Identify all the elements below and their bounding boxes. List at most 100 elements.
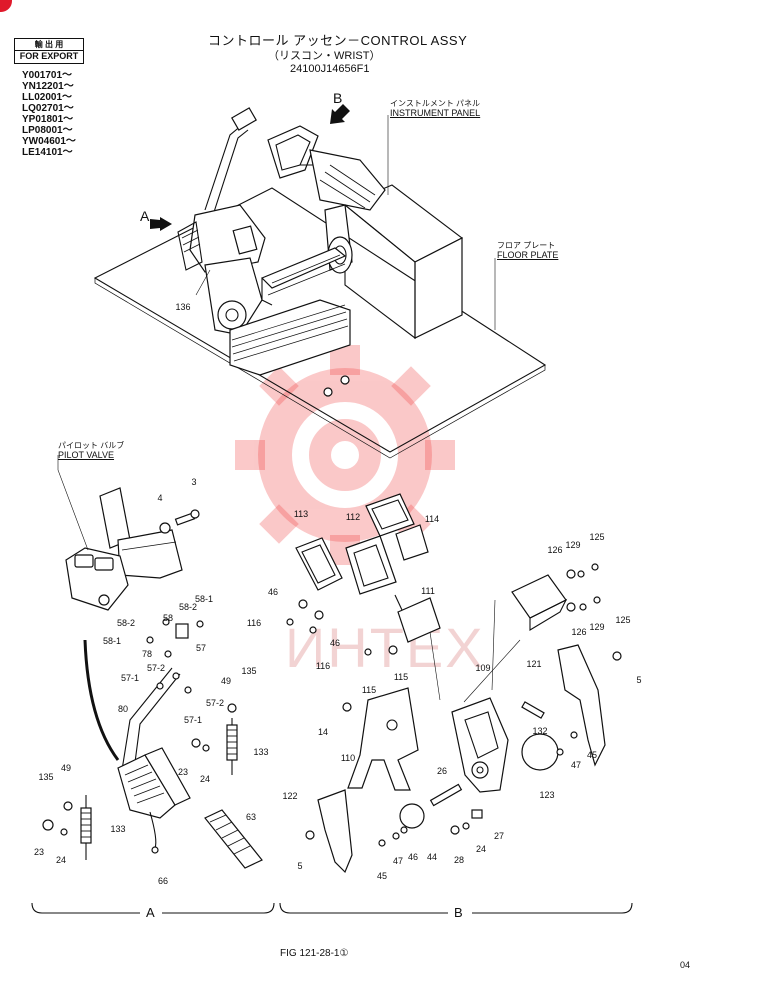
serial-range: YN12201～ — [22, 81, 74, 92]
spring-133b-drawing — [80, 795, 92, 860]
disc-44-drawing — [399, 803, 425, 829]
part-number-p129b: 129 — [589, 622, 605, 632]
part-number-p47b: 47 — [392, 856, 404, 866]
instrument-panel-label-jp: インストルメント パネル — [390, 99, 481, 108]
pin-26-drawing — [429, 783, 463, 807]
part-number-p58_1b: 58-1 — [102, 636, 122, 646]
part-number-p125a: 125 — [589, 532, 605, 542]
part-number-p136: 136 — [175, 302, 191, 312]
pilot-valve-label-jp: パイロット バルブ — [58, 441, 125, 450]
pilot-valve-drawing — [65, 487, 183, 611]
spring-133a-drawing — [226, 718, 238, 775]
part-number-p4: 4 — [157, 493, 163, 503]
pilot-valve-label: PILOT VALVE — [58, 450, 115, 460]
small-hardware-b — [286, 563, 622, 847]
bracket-121-drawing — [557, 644, 606, 767]
assembly-part-number: 24100J14656F1 — [290, 63, 370, 75]
part-number-p49a: 49 — [220, 676, 232, 686]
serial-range: Y001701～ — [22, 70, 73, 81]
part-number-p26: 26 — [436, 766, 448, 776]
part-number-p125b: 125 — [615, 615, 631, 625]
part-number-p116b: 116 — [315, 661, 331, 671]
part-number-p57: 57 — [195, 643, 207, 653]
pedal-base-drawing — [117, 747, 191, 849]
part-number-p115b: 115 — [393, 672, 409, 682]
part-number-p116a: 116 — [246, 618, 262, 628]
part-number-p121: 121 — [526, 659, 542, 669]
part-number-p24b: 24 — [55, 855, 67, 865]
part-number-p3: 3 — [191, 477, 197, 487]
diagram-title: コントロール アッセン－CONTROL ASSY — [208, 33, 468, 48]
pin-132-drawing — [521, 701, 545, 719]
part-number-p57_2a: 57-2 — [146, 663, 166, 673]
part-number-p23b: 23 — [33, 847, 45, 857]
bracket-109-drawing — [451, 697, 509, 793]
serial-range: LP08001～ — [22, 125, 73, 136]
serial-range: YW04601～ — [22, 136, 76, 147]
part-number-p27: 27 — [493, 831, 505, 841]
part-number-p58_2a: 58-2 — [116, 618, 136, 628]
part-number-p126b: 126 — [571, 627, 587, 637]
stamp-en: FOR EXPORT — [19, 51, 79, 61]
part-number-p58: 58 — [162, 613, 174, 623]
part-number-p123: 123 — [539, 790, 555, 800]
part-number-p58_1a: 58-1 — [194, 594, 214, 604]
bracket-122-drawing — [317, 789, 353, 874]
section-bracket-a — [31, 902, 275, 914]
bracket-111-drawing — [394, 594, 441, 643]
view-arrow-a — [150, 217, 172, 231]
cover-113-drawing — [295, 537, 343, 591]
view-a-label: A — [140, 208, 150, 224]
pedal-lever-80-drawing — [83, 639, 181, 771]
view-arrow-b — [330, 104, 350, 124]
small-hardware-a — [42, 618, 237, 854]
part-number-p24c: 24 — [475, 844, 487, 854]
part-number-p46c: 46 — [407, 852, 419, 862]
part-number-p122: 122 — [282, 791, 298, 801]
part-number-p111: 111 — [421, 586, 435, 596]
serial-range: YP01801～ — [22, 114, 74, 125]
instrument-panel-drawing — [343, 184, 464, 340]
instrument-panel-label: INSTRUMENT PANEL — [390, 108, 481, 118]
serial-range: LL02001～ — [22, 92, 73, 103]
part-number-p14: 14 — [317, 727, 329, 737]
part-number-p45a: 45 — [586, 750, 598, 760]
part-number-p58_2b: 58-2 — [178, 602, 198, 612]
part-number-p5b: 5 — [297, 861, 303, 871]
part-number-p46b: 46 — [329, 638, 341, 648]
part-number-p113: 113 — [293, 509, 309, 519]
pedal-pad-63-drawing — [204, 809, 263, 869]
part-number-p129a: 129 — [565, 540, 581, 550]
floor-plate-label-jp: フロア プレート — [497, 241, 556, 250]
cover-112-drawing — [345, 535, 397, 595]
part-number-p49b: 49 — [60, 763, 72, 773]
serial-range: LE14101～ — [22, 147, 73, 158]
cover-top-right-drawing — [511, 574, 568, 631]
part-number-p109: 109 — [475, 663, 491, 673]
part-number-p135a: 135 — [241, 666, 257, 676]
part-number-p63: 63 — [245, 812, 257, 822]
part-number-p115a: 115 — [361, 685, 377, 695]
part-number-p24a: 24 — [199, 774, 211, 784]
cover-114-drawing — [365, 493, 429, 561]
page-number: 04 — [680, 960, 691, 970]
part-number-p110: 110 — [340, 753, 356, 763]
part-number-p126a: 126 — [547, 545, 563, 555]
part-number-p44: 44 — [426, 852, 438, 862]
figure-number: FIG 121-28-1① — [280, 948, 349, 959]
part-number-p45b: 45 — [376, 871, 388, 881]
part-number-p57_1b: 57-1 — [183, 715, 203, 725]
part-number-p135b: 135 — [38, 772, 54, 782]
diagram-subtitle: （リスコン・WRIST） — [268, 50, 381, 62]
left-console-drawing — [177, 107, 266, 336]
bolt-3-drawing — [174, 509, 200, 526]
part-number-p28: 28 — [453, 855, 465, 865]
part-number-p47a: 47 — [570, 760, 582, 770]
part-number-p23a: 23 — [177, 767, 189, 777]
washer-4-drawing — [159, 522, 171, 534]
part-number-p133a: 133 — [253, 747, 269, 757]
bracket-110-drawing — [347, 687, 419, 791]
part-number-p57_1a: 57-1 — [120, 673, 140, 683]
